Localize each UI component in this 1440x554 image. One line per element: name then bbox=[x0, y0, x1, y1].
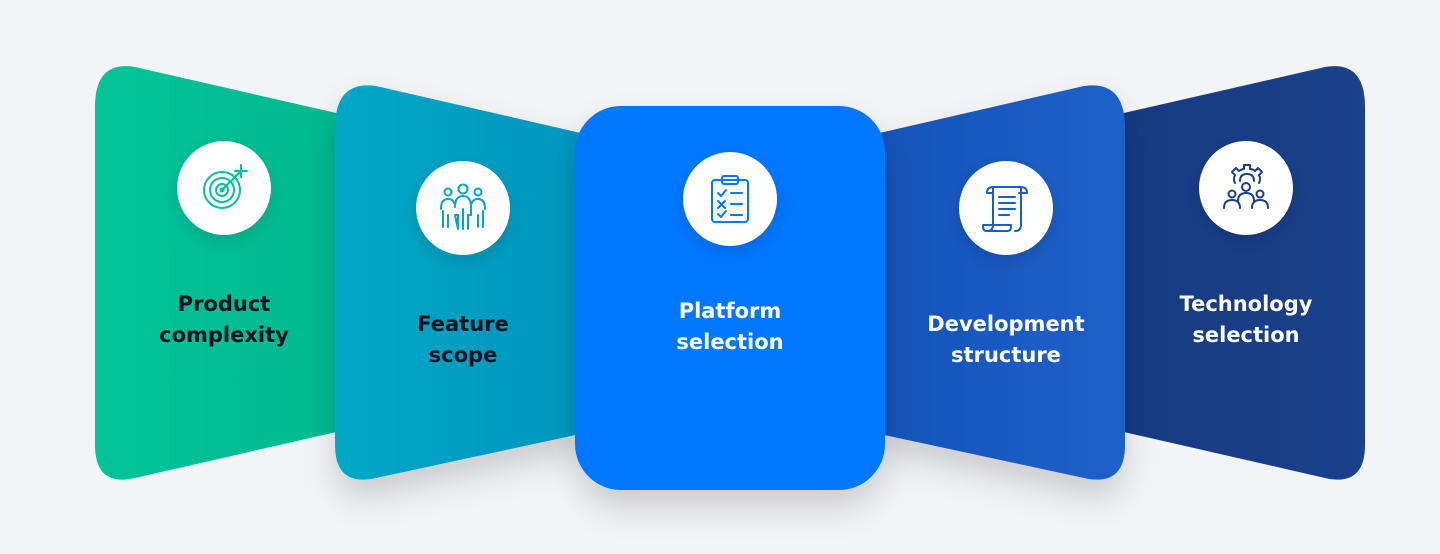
card-label-line1: Feature bbox=[417, 312, 509, 336]
clipboard-checklist-icon bbox=[711, 175, 749, 223]
icon-circle bbox=[177, 141, 271, 235]
icon-circle bbox=[959, 161, 1053, 255]
card-label: Technology selection bbox=[1126, 289, 1366, 351]
card-label: Product complexity bbox=[114, 289, 334, 351]
card-label-line2: selection bbox=[1192, 323, 1300, 347]
card-label: Development structure bbox=[886, 309, 1126, 371]
panel-platform-selection bbox=[575, 106, 885, 490]
card-feature-scope: Feature scope bbox=[353, 161, 573, 371]
card-technology-selection: Technology selection bbox=[1126, 141, 1366, 351]
card-label: Feature scope bbox=[353, 309, 573, 371]
card-product-complexity: Product complexity bbox=[114, 141, 334, 351]
card-label-line2: scope bbox=[428, 343, 498, 367]
team-icon bbox=[440, 183, 486, 230]
gear-people-icon bbox=[1223, 164, 1269, 209]
icon-circle bbox=[1199, 141, 1293, 235]
card-label-line2: structure bbox=[951, 343, 1061, 367]
card-label-line1: Product bbox=[177, 292, 271, 316]
panel-development-structure bbox=[875, 85, 1125, 480]
target-icon bbox=[203, 164, 248, 209]
panel-product-complexity bbox=[95, 66, 345, 480]
card-label-line1: Technology bbox=[1179, 292, 1313, 316]
card-development-structure: Development structure bbox=[886, 161, 1126, 371]
card-label: Platform selection bbox=[620, 296, 840, 358]
icon-circle bbox=[416, 161, 510, 255]
panel-technology-selection bbox=[1115, 66, 1365, 480]
panel-feature-scope bbox=[335, 85, 585, 480]
card-label-line1: Platform bbox=[678, 299, 782, 323]
card-platform-selection: Platform selection bbox=[620, 152, 840, 358]
card-label-line2: complexity bbox=[159, 323, 289, 347]
icon-circle bbox=[683, 152, 777, 246]
card-label-line2: selection bbox=[676, 330, 784, 354]
scroll-document-icon bbox=[982, 186, 1028, 232]
card-label-line1: Development bbox=[927, 312, 1085, 336]
